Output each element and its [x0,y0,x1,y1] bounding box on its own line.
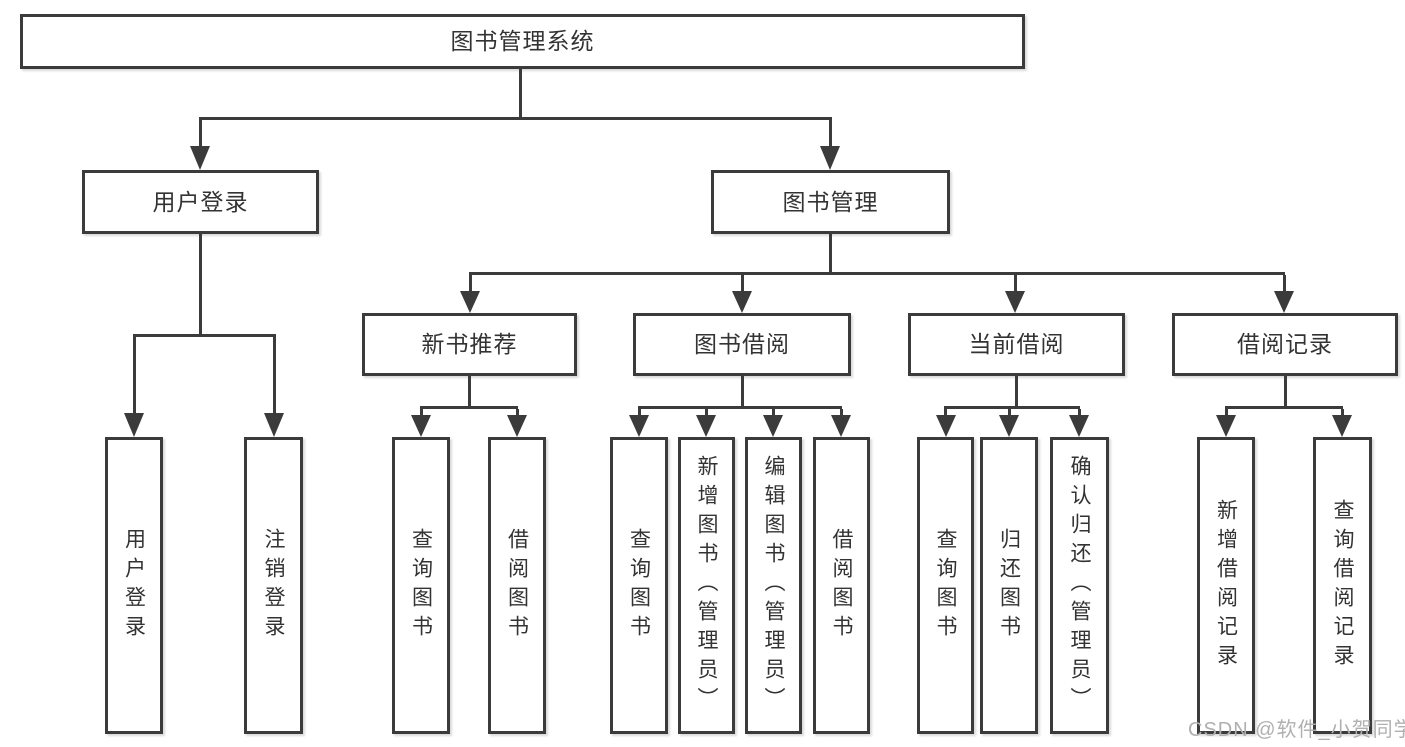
connector-shaft [1078,409,1081,415]
arrow-down-icon [1216,415,1236,437]
connector-shaft [840,409,843,415]
connector-root-bar [199,117,832,120]
connector-shaft [772,409,775,415]
node-user-login: 用户登录 [82,170,319,234]
connector-current-borrow-bar [944,406,1080,409]
connector-shaft [1008,409,1011,415]
node-ul-logout: 注销登录 [244,437,303,734]
connector-book-mgmt-stem [829,234,832,275]
node-new-book-rec: 新书推荐 [362,313,577,376]
node-bb-edit-books-label: 编辑图书（管理员） [762,455,785,716]
arrow-down-icon [696,415,716,437]
node-cb-return-books: 归还图书 [980,437,1038,734]
node-cb-query-books-label: 查询图书 [934,527,957,644]
node-cb-query-books: 查询图书 [917,437,974,734]
arrow-down-icon [820,146,840,170]
arrow-down-icon [763,415,783,437]
arrow-down-icon [507,415,527,437]
connector-book-mgmt-bar [469,272,1285,275]
arrow-down-icon [1005,291,1025,313]
connector-shaft [944,409,947,415]
node-new-book-rec-label: 新书推荐 [421,331,518,357]
node-bb-query-books-label: 查询图书 [627,527,651,644]
connector-shaft [1014,275,1017,291]
arrow-down-icon [411,415,431,437]
node-nb-borrow-books: 借阅图书 [488,437,546,734]
node-borrow-records-label: 借阅记录 [1237,331,1333,357]
node-bb-add-books: 新增图书（管理员） [678,437,735,734]
connector-borrow-records-stem [1284,376,1287,406]
csdn-watermark: CSDN @软件_小贺同学 [1188,719,1405,741]
arrow-down-icon [732,291,752,313]
arrow-down-icon [264,413,284,437]
arrow-down-icon [124,413,144,437]
arrow-down-icon [936,415,956,437]
node-book-borrow: 图书借阅 [633,313,851,376]
node-bb-borrow-books: 借阅图书 [813,437,870,734]
connector-shaft [705,409,708,415]
node-bb-query-books: 查询图书 [610,437,668,734]
connector-shaft [1341,409,1344,415]
connector-shaft [1283,275,1286,291]
connector-new-book-rec-bar [420,406,518,409]
node-user-login-label: 用户登录 [152,188,249,215]
arrow-down-icon [999,415,1019,437]
node-nb-query-books: 查询图书 [392,437,450,734]
node-br-query-record-label: 查询借阅记录 [1331,498,1354,673]
arrow-down-icon [831,415,851,437]
node-root: 图书管理系统 [20,14,1025,69]
connector-book-borrow-bar [638,406,842,409]
node-bb-edit-books: 编辑图书（管理员） [745,437,802,734]
connector-borrow-records-bar [1225,406,1343,409]
node-borrow-records: 借阅记录 [1172,313,1398,376]
node-bb-add-books-label: 新增图书（管理员） [695,455,718,716]
node-ul-user-login: 用户登录 [105,437,163,734]
connector-shaft [741,275,744,291]
connector-user-login-bar [133,334,276,337]
node-cb-confirm-return: 确认归还（管理员） [1050,437,1109,734]
connector-user-login-stem [199,234,202,334]
connector-shaft [133,337,136,413]
connector-shaft [420,409,423,415]
arrow-down-icon [629,415,649,437]
connector-shaft [829,120,832,146]
connector-current-borrow-stem [1015,376,1018,406]
connector-shaft [199,120,202,146]
arrow-down-icon [1274,291,1294,313]
arrow-down-icon [190,146,210,170]
connector-book-borrow-stem [741,376,744,406]
node-book-mgmt-label: 图书管理 [782,188,879,215]
connector-shaft [469,275,472,291]
node-bb-borrow-books-label: 借阅图书 [830,527,853,644]
connector-shaft [1225,409,1228,415]
node-br-add-record-label: 新增借阅记录 [1214,498,1238,673]
connector-root-stem [519,69,522,118]
node-nb-query-books-label: 查询图书 [409,527,433,644]
connector-shaft [516,409,519,415]
node-cb-return-books-label: 归还图书 [997,527,1021,644]
node-current-borrow: 当前借阅 [908,313,1125,376]
connector-shaft [273,337,276,413]
node-ul-logout-label: 注销登录 [262,527,285,644]
node-root-label: 图书管理系统 [450,28,595,54]
connector-shaft [638,409,641,415]
arrow-down-icon [460,291,480,313]
node-cb-confirm-return-label: 确认归还（管理员） [1068,455,1091,716]
node-ul-user-login-label: 用户登录 [122,527,146,644]
arrow-down-icon [1069,415,1089,437]
node-book-mgmt: 图书管理 [711,170,950,234]
connector-new-book-rec-stem [468,376,471,406]
arrow-down-icon [1332,415,1352,437]
node-current-borrow-label: 当前借阅 [968,331,1065,357]
node-br-query-record: 查询借阅记录 [1313,437,1372,734]
node-book-borrow-label: 图书借阅 [694,331,790,357]
node-nb-borrow-books-label: 借阅图书 [505,527,529,644]
node-br-add-record: 新增借阅记录 [1197,437,1255,734]
